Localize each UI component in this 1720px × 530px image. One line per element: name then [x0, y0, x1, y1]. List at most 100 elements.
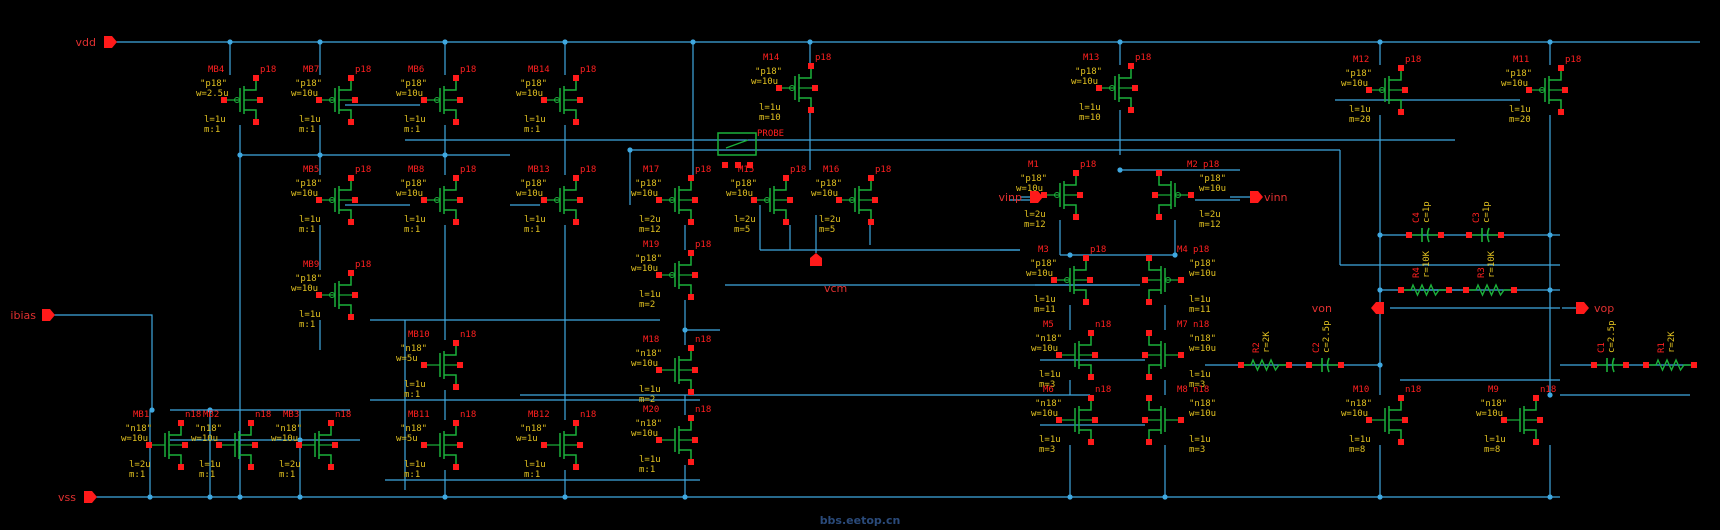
transistor-multiplier: m=5 — [734, 225, 750, 235]
transistor-multiplier: m=2 — [639, 395, 655, 405]
pin-vcm[interactable]: vcm — [810, 253, 847, 295]
transistor-model: p18 — [695, 240, 711, 250]
transistor-model: n18 — [1405, 385, 1421, 395]
transistor-line1: "n18" — [1035, 334, 1062, 344]
transistor-width: w=10u — [396, 89, 423, 99]
pin-von[interactable]: von — [1312, 302, 1384, 315]
transistor-model: p18 — [1565, 55, 1581, 65]
transistor-name: M5 — [1043, 320, 1054, 330]
transistor-line1: "p18" — [520, 79, 547, 89]
transistor-line1: "p18" — [295, 79, 322, 89]
transistor-name: M2 — [1187, 160, 1198, 170]
transistor-model: n18 — [1095, 320, 1111, 330]
passive-value: c=1p — [1422, 201, 1432, 223]
transistor-line1: "p18" — [1345, 69, 1372, 79]
transistor-multiplier: m=10 — [1079, 113, 1101, 123]
transistor-name: M18 — [643, 335, 659, 345]
transistor-line1: "p18" — [1199, 174, 1226, 184]
transistor-name: MB1 — [133, 410, 149, 420]
transistor-multiplier: m=12 — [1024, 220, 1046, 230]
transistor-multiplier: m=2 — [639, 300, 655, 310]
transistor-name: M20 — [643, 405, 659, 415]
pin-ibias[interactable]: ibias — [10, 309, 55, 322]
pin-vss[interactable]: vss — [58, 491, 97, 504]
transistor-multiplier: m=3 — [1189, 380, 1205, 390]
transistor-width: w=10u — [811, 189, 838, 199]
transistor-length: l=1u — [1079, 103, 1101, 113]
transistor-multiplier: m:1 — [204, 125, 220, 135]
pin-vinp[interactable]: vinp — [998, 191, 1043, 204]
transistor-multiplier: m=8 — [1349, 445, 1365, 455]
pin-label-von: von — [1312, 302, 1332, 315]
transistor-width: w=10u — [1476, 409, 1503, 419]
transistor-multiplier: m:1 — [404, 125, 420, 135]
transistor-length: l=2u — [639, 215, 661, 225]
transistor-width: w=2.5u — [196, 89, 229, 99]
pin-vinn[interactable]: vinn — [1250, 191, 1288, 204]
transistor-width: w=10u — [516, 89, 543, 99]
transistor-model: n18 — [1095, 385, 1111, 395]
transistor-line1: "p18" — [1020, 174, 1047, 184]
pin-vop[interactable]: vop — [1576, 302, 1614, 315]
probe-symbol[interactable]: PROBE — [717, 129, 784, 168]
transistor-model: n18 — [1193, 320, 1209, 330]
transistor-width: w=10u — [121, 434, 148, 444]
transistor-width: w=10u — [1031, 344, 1058, 354]
passive-value: c=1p — [1482, 201, 1492, 223]
transistor-model: n18 — [695, 405, 711, 415]
transistor-multiplier: m:1 — [279, 470, 295, 480]
transistor-width: w=5u — [396, 354, 418, 364]
pin-label-vinn: vinn — [1264, 191, 1288, 204]
pins: vdd vss ibias vinp vinn vcm von vop — [10, 36, 1614, 504]
transistor-name: M13 — [1083, 53, 1099, 63]
transistor-multiplier: m:1 — [404, 390, 420, 400]
transistor-width: w=10u — [751, 77, 778, 87]
transistor-length: l=1u — [1509, 105, 1531, 115]
transistor-width: w=10u — [396, 189, 423, 199]
transistor-model: p18 — [695, 165, 711, 175]
pin-vdd[interactable]: vdd — [76, 36, 117, 49]
